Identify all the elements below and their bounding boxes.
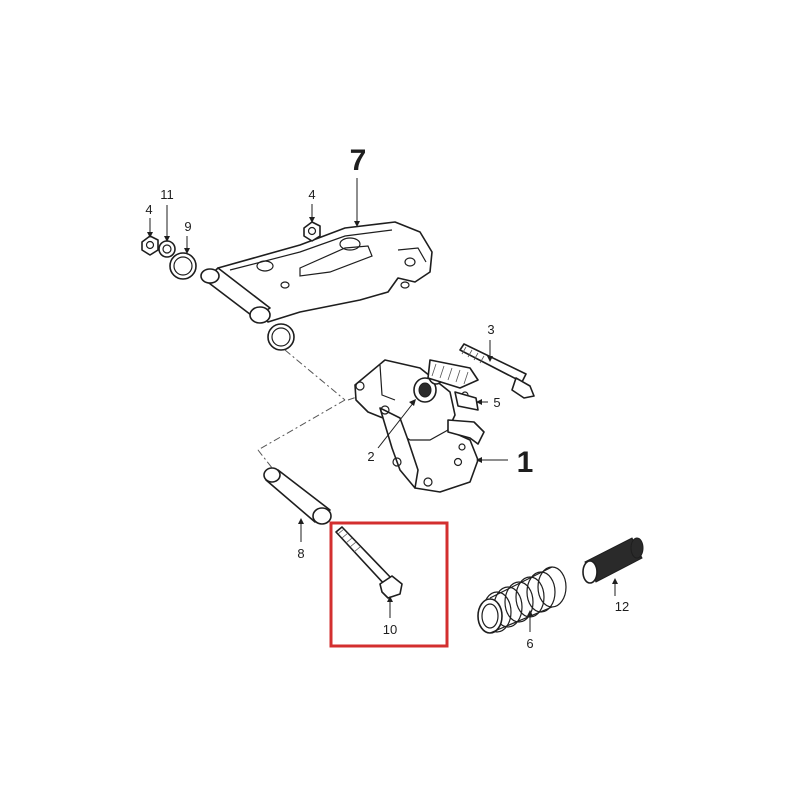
assembly-line-1: [284, 349, 346, 401]
assembly-line-3: [257, 449, 281, 479]
label-part-3: 3: [487, 322, 494, 337]
label-part-6: 6: [526, 636, 533, 651]
part-4-nut-left: [141, 235, 159, 256]
part-3-bolt: [459, 343, 535, 399]
label-part-2: 2: [367, 449, 374, 464]
part-9-ring: [169, 252, 197, 280]
part-8-pin: [263, 467, 332, 525]
part-7-lever-arm: [200, 221, 433, 324]
part-12-grip: [582, 537, 644, 584]
label-part-5: 5: [493, 395, 500, 410]
label-part-10: 10: [383, 622, 397, 637]
label-part-4-top: 4: [308, 187, 315, 202]
part-4-nut-top: [303, 221, 321, 242]
label-part-4-left: 4: [145, 202, 152, 217]
ring-under-lever: [267, 323, 295, 351]
part-6-spring: [477, 566, 567, 634]
label-part-9: 9: [184, 219, 191, 234]
highlight-box-part-10: [329, 521, 449, 648]
part-1-bracket: [354, 359, 485, 493]
part-10-bolt: [335, 526, 403, 599]
part-11-washer: [158, 240, 176, 258]
assembly-line-2: [257, 399, 346, 451]
label-part-1: 1: [517, 446, 534, 479]
label-part-8: 8: [297, 546, 304, 561]
label-part-12: 12: [615, 599, 629, 614]
leader-lines: [147, 178, 618, 632]
label-part-7: 7: [350, 144, 367, 177]
label-part-11: 11: [160, 187, 174, 202]
